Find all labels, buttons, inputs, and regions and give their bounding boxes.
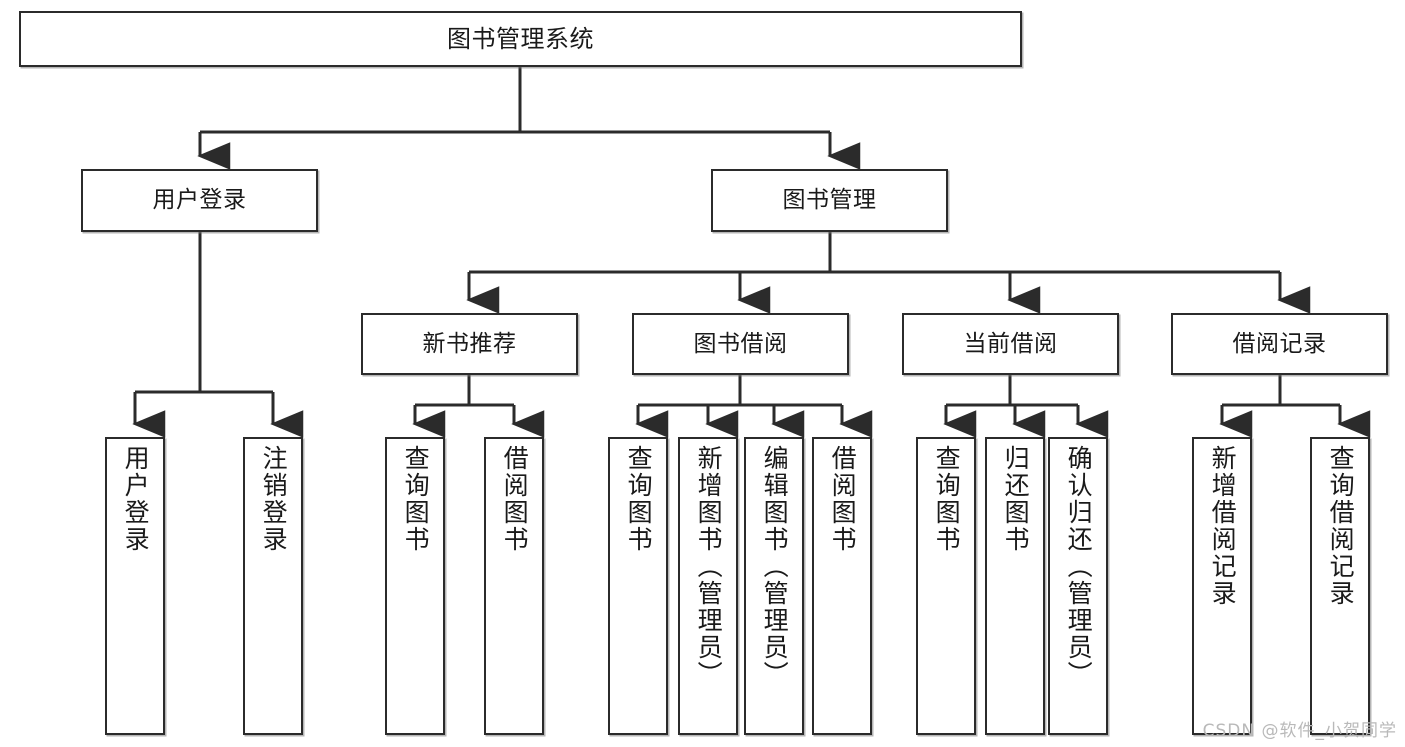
leaf-borrowrecord-add-record[interactable]: 新增借阅记录 [1192,437,1252,735]
leaf-bookborrow-query-book-label: 查询图书 [624,445,654,553]
node-book-management-label: 图书管理 [782,187,877,214]
leaf-currentborrow-confirm-return[interactable]: 确认归还（管理员） [1048,437,1108,735]
leaf-newbook-borrow-book-label: 借阅图书 [500,445,530,553]
node-new-book-recommend[interactable]: 新书推荐 [361,313,578,375]
node-root[interactable]: 图书管理系统 [19,11,1022,67]
leaf-currentborrow-confirm-return-label: 确认归还（管理员） [1064,445,1094,688]
node-current-borrow-label: 当前借阅 [963,330,1058,357]
leaf-logout[interactable]: 注销登录 [243,437,303,735]
leaf-user-login[interactable]: 用户登录 [105,437,165,735]
leaf-bookborrow-borrow-book-label: 借阅图书 [828,445,858,553]
leaf-currentborrow-return-book-label: 归还图书 [1001,445,1031,553]
leaf-newbook-query-book[interactable]: 查询图书 [385,437,445,735]
leaf-logout-label: 注销登录 [259,445,289,553]
node-borrow-record-label: 借阅记录 [1232,330,1327,357]
leaf-user-login-label: 用户登录 [121,445,151,553]
leaf-bookborrow-add-book[interactable]: 新增图书（管理员） [678,437,738,735]
node-user-login-label: 用户登录 [152,187,247,214]
leaf-bookborrow-query-book[interactable]: 查询图书 [608,437,668,735]
leaf-currentborrow-query-book[interactable]: 查询图书 [916,437,976,735]
leaf-borrowrecord-query-record-label: 查询借阅记录 [1326,445,1356,607]
node-user-login[interactable]: 用户登录 [81,169,318,232]
leaf-bookborrow-edit-book[interactable]: 编辑图书（管理员） [744,437,804,735]
node-borrow-record[interactable]: 借阅记录 [1171,313,1388,375]
node-new-book-recommend-label: 新书推荐 [422,330,517,357]
leaf-currentborrow-return-book[interactable]: 归还图书 [985,437,1045,735]
leaf-bookborrow-edit-book-label: 编辑图书（管理员） [760,445,790,688]
leaf-bookborrow-borrow-book[interactable]: 借阅图书 [812,437,872,735]
leaf-borrowrecord-query-record[interactable]: 查询借阅记录 [1310,437,1370,735]
node-root-label: 图书管理系统 [447,25,594,53]
leaf-currentborrow-query-book-label: 查询图书 [932,445,962,553]
node-book-borrow[interactable]: 图书借阅 [632,313,849,375]
node-book-management[interactable]: 图书管理 [711,169,948,232]
leaf-bookborrow-add-book-label: 新增图书（管理员） [694,445,724,688]
node-book-borrow-label: 图书借阅 [693,330,788,357]
node-current-borrow[interactable]: 当前借阅 [902,313,1119,375]
leaf-newbook-borrow-book[interactable]: 借阅图书 [484,437,544,735]
watermark: CSDN @软件_小贺同学 [1202,721,1397,741]
leaf-newbook-query-book-label: 查询图书 [401,445,431,553]
leaf-borrowrecord-add-record-label: 新增借阅记录 [1208,445,1238,607]
